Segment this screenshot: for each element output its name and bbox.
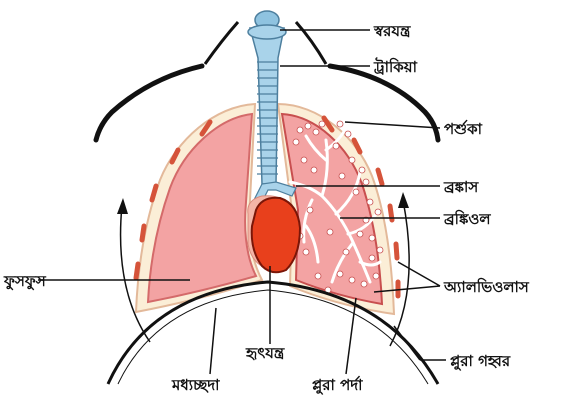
label-bronchiole: ব্রঙ্কিওল <box>443 209 491 228</box>
shoulder-left-outline <box>96 66 202 140</box>
label-rib: পর্শুকা <box>444 119 483 138</box>
pleural-cavity-right-arrowhead <box>398 192 409 208</box>
label-larynx: স্বরযন্ত্র <box>373 22 411 40</box>
label-bronchus: ব্রঙ্কাস <box>443 178 479 196</box>
neck-right-outline <box>296 22 326 64</box>
label-diaphragm: মধ্যচ্ছদা <box>171 376 220 394</box>
label-trachea: ট্রাকিয়া <box>373 57 418 76</box>
heart <box>248 196 300 273</box>
pleural-cavity-left-arrowhead <box>117 198 128 214</box>
neck-left-outline <box>205 22 238 64</box>
label-pleura: প্লুরা পর্দা <box>312 375 363 395</box>
label-alveoli: অ্যালভিওলাস <box>443 277 530 296</box>
label-heart: হৃৎযন্ত্র <box>245 344 285 362</box>
left-lung <box>148 114 256 302</box>
label-pleural-cavity: প্লুরা গহ্বর <box>450 352 511 371</box>
label-lung: ফুসফুস <box>3 272 47 291</box>
